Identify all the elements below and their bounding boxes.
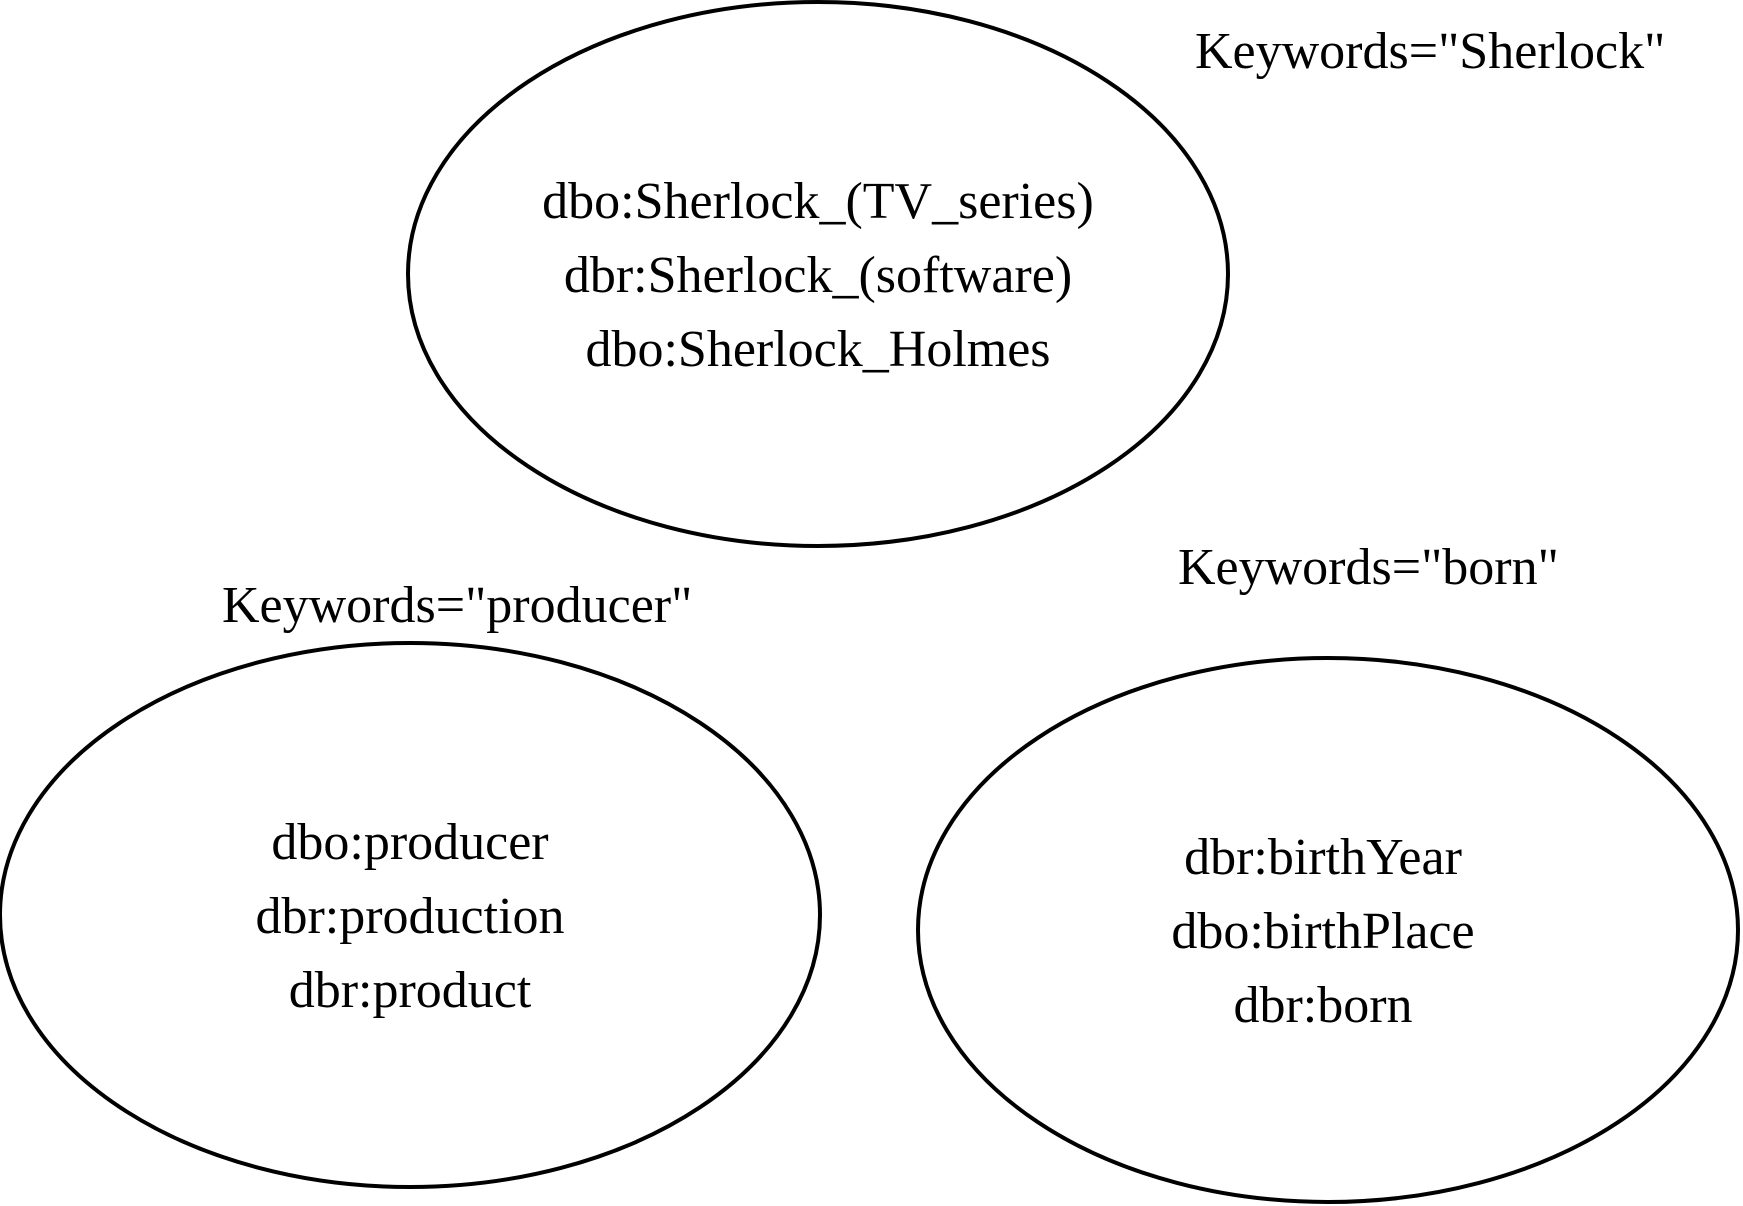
entity-item: dbr:birthYear xyxy=(1184,829,1462,886)
entity-item: dbo:producer xyxy=(271,814,549,871)
entity-item: dbo:Sherlock_Holmes xyxy=(585,321,1051,378)
born-ellipse xyxy=(916,656,1740,1204)
producer-ellipse xyxy=(0,641,822,1189)
sherlock-keyword-label: Keywords="Sherlock" xyxy=(1195,23,1666,80)
entity-item: dbr:production xyxy=(255,888,565,945)
entity-item: dbo:birthPlace xyxy=(1171,903,1475,960)
entity-item: dbo:Sherlock_(TV_series) xyxy=(542,173,1094,230)
born-keyword-label: Keywords="born" xyxy=(1178,539,1559,596)
producer-entity-list: dbo:producer dbr:production dbr:product xyxy=(110,806,710,1028)
entity-item: dbr:product xyxy=(288,962,532,1019)
sherlock-ellipse xyxy=(406,0,1230,548)
entity-item: dbr:born xyxy=(1233,977,1413,1034)
entity-item: dbr:Sherlock_(software) xyxy=(563,247,1073,304)
sherlock-entity-list: dbo:Sherlock_(TV_series) dbr:Sherlock_(s… xyxy=(468,165,1168,387)
born-entity-list: dbr:birthYear dbo:birthPlace dbr:born xyxy=(1023,821,1623,1043)
producer-keyword-label: Keywords="producer" xyxy=(222,577,693,634)
